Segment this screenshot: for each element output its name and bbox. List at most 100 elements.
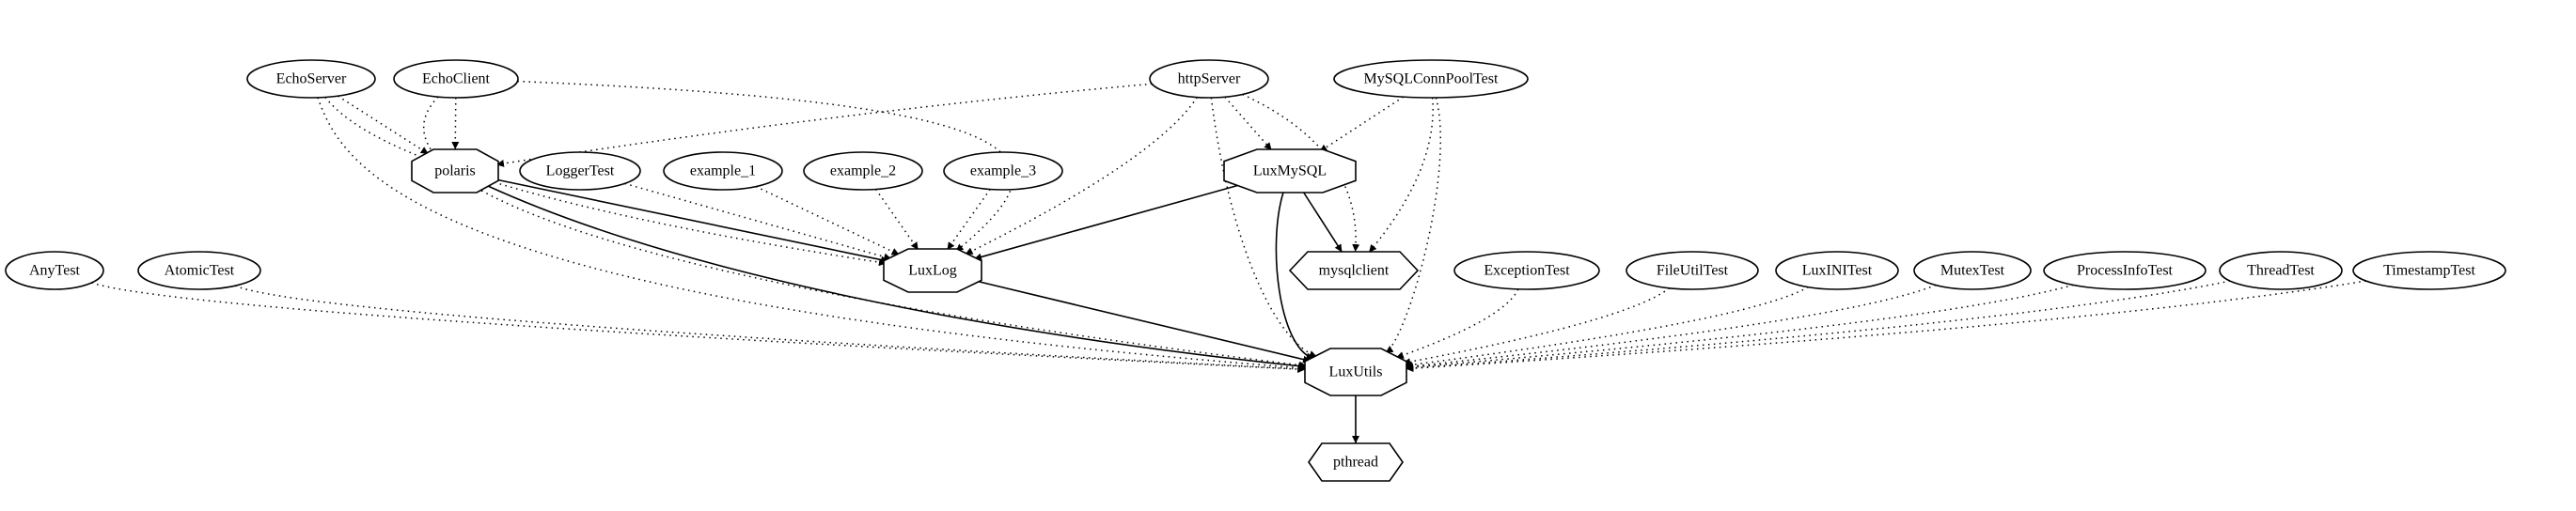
- node-label: example_3: [970, 163, 1036, 179]
- node-lux-ini-test[interactable]: LuxINITest: [1775, 251, 1899, 290]
- node-label: TimestampTest: [2383, 263, 2475, 279]
- edge-logger-test-to-lux-log: [624, 182, 892, 261]
- node-label: ProcessInfoTest: [2077, 263, 2174, 279]
- edge-echo-server-to-lux-utils: [317, 97, 1306, 372]
- edge-any-test-to-lux-utils: [91, 282, 1306, 374]
- ellipse-shape: [1775, 251, 1899, 290]
- edge-echo-server-to-polaris: [337, 95, 430, 155]
- node-any-test[interactable]: AnyTest: [5, 251, 104, 290]
- node-process-info-test[interactable]: ProcessInfoTest: [2043, 251, 2207, 290]
- node-label: FileUtilTest: [1657, 263, 1729, 279]
- edge-lux-ini-test-to-lux-utils: [1404, 286, 1809, 369]
- ellipse-shape: [519, 151, 641, 191]
- node-logger-test[interactable]: LoggerTest: [519, 151, 641, 191]
- node-pthread[interactable]: pthread: [1308, 442, 1404, 482]
- edge-lux-log-to-lux-utils: [975, 280, 1312, 364]
- edge-echo-client-to-polaris: [451, 97, 460, 150]
- node-label: ThreadTest: [2247, 263, 2315, 279]
- ellipse-shape: [663, 151, 783, 191]
- node-label: MySQLConnPoolTest: [1364, 71, 1499, 87]
- hexagon-shape: [1308, 442, 1404, 482]
- ellipse-shape: [393, 59, 519, 99]
- node-mysqlclient[interactable]: mysqlclient: [1288, 251, 1420, 290]
- edge-lux-my-sql-to-mysqlclient: [1302, 192, 1343, 253]
- node-exception-test[interactable]: ExceptionTest: [1453, 251, 1600, 290]
- node-label: pthread: [1333, 455, 1378, 471]
- node-polaris[interactable]: polaris: [411, 148, 499, 194]
- node-label: LuxMySQL: [1253, 163, 1327, 179]
- edge-my-sql-conn-pool-test-to-lux-my-sql: [1319, 96, 1405, 153]
- node-example-1[interactable]: example_1: [663, 151, 783, 191]
- node-label: EchoServer: [276, 71, 347, 87]
- node-label: example_1: [690, 163, 756, 179]
- edge-polaris-to-lux-log: [495, 178, 889, 264]
- node-label: AtomicTest: [165, 263, 235, 279]
- node-lux-log[interactable]: LuxLog: [883, 248, 982, 293]
- ellipse-shape: [1453, 251, 1600, 290]
- edge-example-3-to-lux-log: [946, 189, 991, 251]
- node-file-util-test[interactable]: FileUtilTest: [1626, 251, 1759, 290]
- edge-atomic-test-to-lux-utils: [234, 285, 1306, 373]
- edge-timestamp-test-to-lux-utils: [1406, 280, 2366, 373]
- ellipse-shape: [246, 59, 376, 99]
- node-label: polaris: [434, 163, 476, 179]
- octagon-shape: [1304, 348, 1407, 396]
- node-label: LuxINITest: [1802, 263, 1873, 279]
- node-label: AnyTest: [29, 263, 81, 279]
- hexagon-shape: [1288, 251, 1420, 290]
- edge-thread-test-to-lux-utils: [1406, 280, 2231, 372]
- edges-layer: [91, 80, 2366, 443]
- octagon-shape: [1223, 148, 1357, 194]
- edge-echo-server-to-lux-log: [324, 97, 887, 267]
- ellipse-shape: [137, 251, 261, 290]
- edge-lux-my-sql-to-lux-log: [973, 184, 1240, 261]
- node-label: example_2: [830, 163, 896, 179]
- node-thread-test[interactable]: ThreadTest: [2219, 251, 2343, 290]
- ellipse-shape: [2352, 251, 2506, 290]
- edge-mutex-test-to-lux-utils: [1405, 284, 1937, 370]
- node-example-3[interactable]: example_3: [943, 151, 1063, 191]
- node-timestamp-test[interactable]: TimestampTest: [2352, 251, 2506, 290]
- node-label: mysqlclient: [1319, 263, 1390, 279]
- ellipse-shape: [1913, 251, 2032, 290]
- edge-file-util-test-to-lux-utils: [1402, 287, 1671, 366]
- edge-my-sql-conn-pool-test-to-mysqlclient: [1368, 97, 1434, 254]
- edge-http-server-to-lux-my-sql: [1224, 96, 1273, 151]
- ellipse-shape: [803, 151, 923, 191]
- nodes-layer: EchoServer EchoClient httpServer MySQLConnP…: [5, 59, 2506, 482]
- node-lux-my-sql[interactable]: LuxMySQL: [1223, 148, 1357, 194]
- node-label: EchoClient: [422, 71, 491, 87]
- ellipse-shape: [2219, 251, 2343, 290]
- node-label: MutexTest: [1940, 263, 2005, 279]
- edge-example-1-to-lux-log: [755, 185, 900, 256]
- node-label: LuxLog: [908, 263, 957, 279]
- ellipse-shape: [1149, 59, 1269, 99]
- node-atomic-test[interactable]: AtomicTest: [137, 251, 261, 290]
- node-example-2[interactable]: example_2: [803, 151, 923, 191]
- node-label: LuxUtils: [1329, 364, 1383, 380]
- edge-http-server-to-lux-utils: [1210, 97, 1318, 358]
- node-echo-client[interactable]: EchoClient: [393, 59, 519, 99]
- node-http-server[interactable]: httpServer: [1149, 59, 1269, 99]
- edge-exception-test-to-lux-utils: [1395, 288, 1519, 359]
- ellipse-shape: [943, 151, 1063, 191]
- node-my-sql-conn-pool-test[interactable]: MySQLConnPoolTest: [1333, 59, 1529, 99]
- octagon-shape: [883, 248, 982, 293]
- edge-polaris-to-lux-utils: [486, 184, 1307, 370]
- node-echo-server[interactable]: EchoServer: [246, 59, 376, 99]
- ellipse-shape: [5, 251, 104, 290]
- node-label: httpServer: [1178, 71, 1241, 87]
- node-label: ExceptionTest: [1484, 263, 1570, 279]
- edge-example-2-to-lux-log: [874, 189, 919, 251]
- ellipse-shape: [1626, 251, 1759, 290]
- edge-lux-my-sql-to-lux-utils: [1275, 192, 1314, 361]
- ellipse-shape: [2043, 251, 2207, 290]
- octagon-shape: [411, 148, 499, 194]
- edge-echo-client-to-lux-utils: [422, 96, 1307, 369]
- ellipse-shape: [1333, 59, 1529, 99]
- edge-my-sql-conn-pool-test-to-lux-utils: [1385, 97, 1442, 354]
- node-lux-utils[interactable]: LuxUtils: [1304, 348, 1407, 396]
- node-mutex-test[interactable]: MutexTest: [1913, 251, 2032, 290]
- node-label: LoggerTest: [546, 163, 615, 179]
